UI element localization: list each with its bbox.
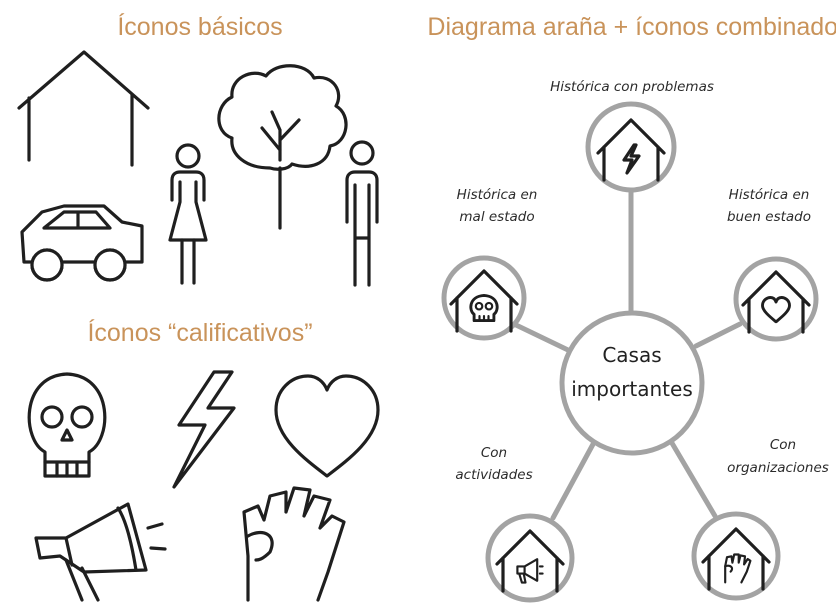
node-label-bad-line1: Histórica en <box>457 187 538 203</box>
fist-icon <box>242 486 346 602</box>
node-organizations: Con organizaciones <box>691 437 829 601</box>
node-activities: Con actividades <box>455 445 575 603</box>
node-label-bad-line2: mal estado <box>459 209 534 225</box>
node-label-organizations-line1: Con <box>770 437 796 453</box>
node-label-organizations-line2: organizaciones <box>727 460 829 476</box>
heart-icon <box>274 374 380 478</box>
node-ring-bad <box>441 255 527 341</box>
hub-node: Casas importantes <box>559 310 705 456</box>
node-problems: Histórica con problemas <box>550 79 714 193</box>
node-good-state: Histórica en buen estado <box>727 187 819 342</box>
hub-label-line1: Casas <box>602 343 661 367</box>
skull-icon <box>27 372 107 478</box>
lightning-icon <box>172 370 236 489</box>
spoke-good <box>693 321 743 349</box>
diagram-spokes <box>513 188 743 521</box>
basic-icons-title: Íconos básicos <box>117 12 282 41</box>
node-label-good-line2: buen estado <box>727 209 811 225</box>
node-label-problems: Histórica con problemas <box>550 79 714 95</box>
node-label-good-line1: Histórica en <box>729 187 810 203</box>
tree-icon <box>217 64 348 230</box>
node-label-activities-line2: actividades <box>455 467 532 483</box>
node-label-activities-line1: Con <box>481 445 507 461</box>
spoke-bad <box>513 322 571 353</box>
megaphone-icon <box>34 502 167 602</box>
car-icon <box>20 204 144 282</box>
spoke-organizations <box>666 435 718 519</box>
hub-label-line2: importantes <box>571 377 693 401</box>
spoke-activities <box>550 432 601 521</box>
node-ring-activities <box>485 513 575 603</box>
node-ring-organizations <box>691 511 781 601</box>
hub-circle <box>559 310 705 456</box>
man-icon <box>345 140 379 287</box>
woman-icon <box>168 143 208 285</box>
node-bad-state: Histórica en mal estado <box>441 187 538 341</box>
house-icon <box>17 50 150 167</box>
spider-diagram-title: Diagrama araña + íconos combinados <box>427 13 836 41</box>
qualifier-icons-title: Íconos “calificativos” <box>87 318 312 347</box>
